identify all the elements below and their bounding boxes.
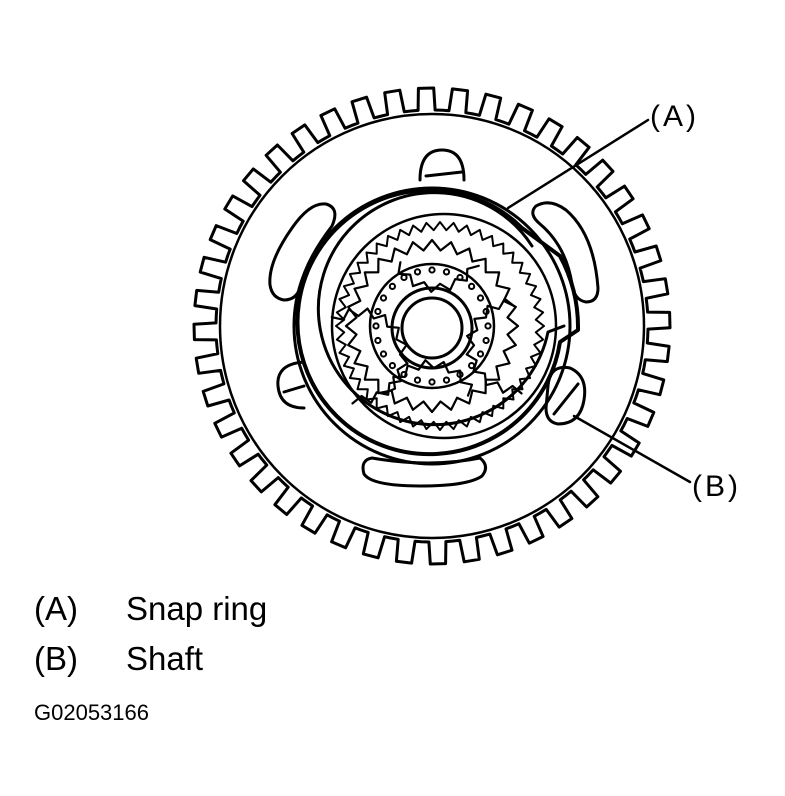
spline-dot — [400, 370, 408, 379]
shaft-top — [418, 148, 466, 182]
outer-ring-gear — [192, 86, 672, 566]
shaft-left — [276, 360, 306, 410]
spline-dot — [456, 370, 464, 379]
shaft-right — [544, 365, 587, 426]
carrier-plate — [292, 186, 572, 466]
legend-text: Snap ring — [126, 590, 268, 627]
callout-label-a: (A) — [650, 100, 699, 133]
spline-dot — [476, 350, 485, 358]
spline-dot — [379, 350, 388, 358]
spline-dot — [482, 336, 490, 345]
outer-ring-inner-edge — [218, 112, 646, 540]
slot-right — [531, 201, 600, 304]
spline-dot — [484, 322, 492, 330]
carrier-inner-ring — [330, 212, 558, 440]
spline-dot — [379, 294, 388, 302]
internal-ring-gear — [335, 221, 545, 431]
spline-dot — [413, 376, 422, 384]
spline-dot — [374, 307, 382, 316]
spline-dot — [456, 273, 464, 282]
spline-dot — [388, 282, 396, 290]
leader-line-b — [572, 414, 692, 484]
figure-id: G02053166 — [34, 700, 149, 725]
spline-dot — [372, 322, 380, 330]
spline-dot — [476, 294, 485, 302]
sun-gear-hub — [368, 262, 496, 390]
center-bore-outer — [390, 286, 474, 370]
callout-label-b: (B) — [692, 470, 741, 503]
planetary-gear-diagram — [192, 86, 692, 566]
leader-line-a — [506, 118, 650, 210]
spline-dot — [468, 362, 476, 370]
spline-dot — [468, 282, 476, 290]
planet-gear-right — [465, 297, 523, 395]
legend-key: (A) — [34, 590, 78, 627]
slot-left — [268, 202, 337, 302]
spline-dot — [388, 362, 396, 370]
legend-key: (B) — [34, 640, 78, 677]
legend-text: Shaft — [126, 640, 204, 677]
sun-gear — [344, 238, 520, 414]
sun-gear-spline-dots — [372, 266, 492, 386]
spline-dot — [413, 268, 422, 276]
spline-dot — [374, 336, 382, 345]
spline-dot — [482, 307, 490, 316]
spline-dot — [400, 273, 408, 282]
spline-dot — [442, 268, 451, 276]
slot-bottom — [361, 456, 487, 488]
spline-dot — [442, 376, 451, 384]
snap-ring-outer — [295, 188, 581, 457]
center-bore — [400, 296, 464, 360]
spline-dot — [428, 266, 436, 274]
spline-dot — [428, 378, 436, 386]
